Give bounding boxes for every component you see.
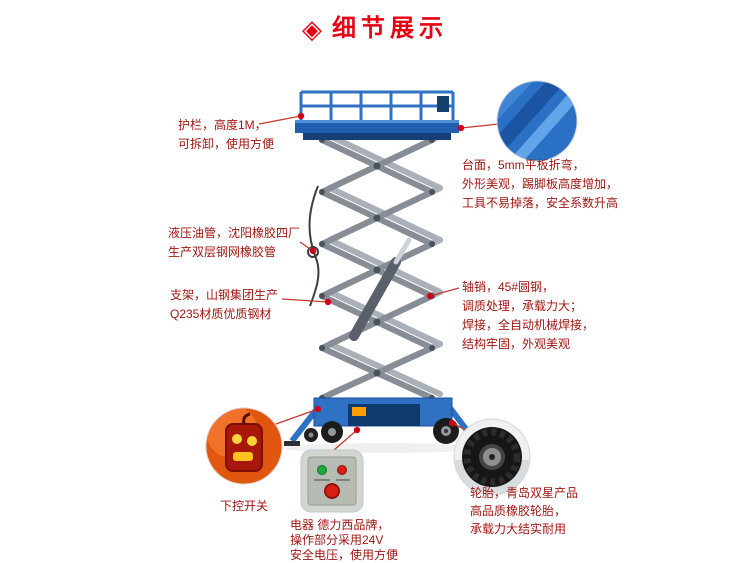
hydraulic-hose bbox=[307, 185, 320, 307]
callout-lines bbox=[258, 115, 500, 451]
annotation-line: 液压油管，沈阳橡胶四厂 bbox=[168, 226, 301, 240]
annotation-bracket: 支架，山钢集团生产 Q235材质优质钢材 bbox=[170, 286, 278, 324]
annotation-line: 工具不易掉落，安全系数升高 bbox=[462, 196, 619, 210]
annotation-platform: 台面，5mm平板折弯， 外形美观，踢脚板高度增加， 工具不易掉落，安全系数升高 bbox=[462, 156, 618, 213]
annotation-axle-pin: 轴销，45#圆钢， 调质处理，承载力大； 焊接，全自动机械焊接， 结构牢固，外观… bbox=[462, 278, 594, 354]
remote-control-photo bbox=[206, 408, 282, 484]
annotation-line: 轮胎，青岛双星产品 bbox=[470, 486, 579, 500]
diamond-icon: ◈ bbox=[302, 14, 322, 44]
annotation-remote-switch: 下控开关 bbox=[210, 497, 278, 516]
annotation-line: 操作部分采用24V bbox=[290, 533, 384, 547]
annotation-line: 台面，5mm平板折弯， bbox=[462, 158, 585, 172]
platform-detail-photo-border bbox=[496, 80, 578, 162]
annotation-line: 安全电压，使用方便 bbox=[290, 548, 399, 562]
control-box-photo bbox=[301, 450, 363, 512]
annotation-line: 结构牢固，外观美观 bbox=[462, 337, 571, 351]
platform-control-box bbox=[437, 96, 449, 112]
annotation-line: 护栏，高度1M， bbox=[178, 118, 267, 132]
remote-photo-border bbox=[205, 407, 283, 485]
annotation-line: 轴销，45#圆钢， bbox=[462, 280, 555, 294]
annotation-tire: 轮胎，青岛双星产品 高品质橡胶轮胎， 承载力大结实耐用 bbox=[470, 484, 578, 538]
annotation-line: 高品质橡胶轮胎， bbox=[470, 504, 567, 518]
annotation-line: 焊接，全自动机械焊接， bbox=[462, 318, 595, 332]
annotation-line: 下控开关 bbox=[219, 499, 268, 513]
annotation-line: 调质处理，承载力大； bbox=[462, 299, 583, 313]
control-box-photo-border bbox=[300, 449, 364, 513]
platform-deck bbox=[295, 120, 459, 140]
annotation-electric: 电器 德力西品牌， 操作部分采用24V 安全电压，使用方便 bbox=[290, 518, 398, 563]
wheel-photo bbox=[454, 419, 530, 495]
annotation-line: 支架，山钢集团生产 bbox=[170, 288, 279, 302]
platform-detail-photo bbox=[497, 81, 577, 161]
annotation-line: Q235材质优质钢材 bbox=[170, 307, 272, 321]
callout-dots bbox=[297, 112, 465, 434]
annotation-guardrail: 护栏，高度1M， 可拆卸，使用方便 bbox=[178, 116, 274, 154]
page-title: 细节展示 bbox=[332, 15, 448, 42]
page-header: ◈ 细节展示 bbox=[0, 8, 750, 45]
annotation-line: 生产双层钢网橡胶管 bbox=[168, 245, 277, 259]
annotation-line: 可拆卸，使用方便 bbox=[178, 137, 275, 151]
hydraulic-cylinder bbox=[349, 237, 412, 341]
annotation-hydraulic-hose: 液压油管，沈阳橡胶四厂 生产双层钢网橡胶管 bbox=[168, 224, 300, 262]
guardrail bbox=[299, 90, 455, 122]
wheel-photo-border bbox=[453, 418, 531, 496]
annotation-line: 外形美观，踢脚板高度增加， bbox=[462, 177, 619, 191]
annotation-line: 承载力大结实耐用 bbox=[470, 522, 567, 536]
annotation-line: 电器 德力西品牌， bbox=[290, 518, 390, 532]
